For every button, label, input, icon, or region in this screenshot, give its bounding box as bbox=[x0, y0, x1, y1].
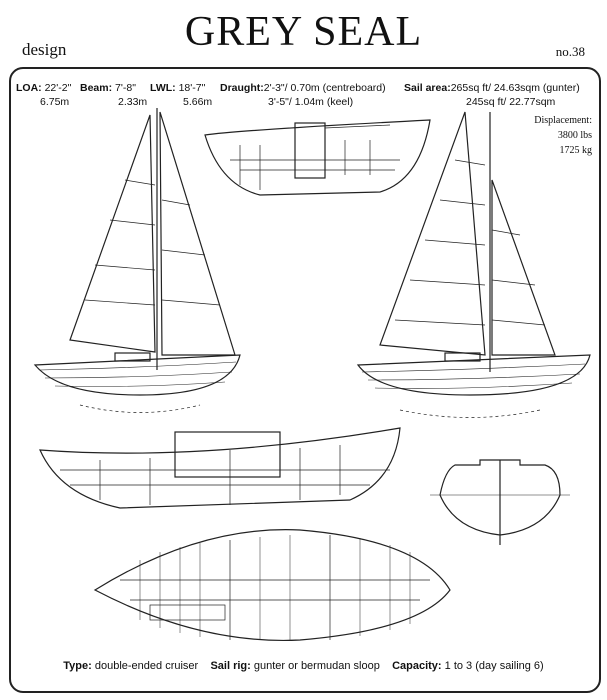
type-label: Type: bbox=[63, 660, 92, 672]
hull-profile bbox=[39, 427, 401, 509]
rig-label: Sail rig: bbox=[210, 660, 251, 672]
footer-specs: Type: double-ended cruiser Sail rig: gun… bbox=[0, 660, 607, 672]
spec-sail-area: Sail area:265sq ft/ 24.63sqm (gunter) bbox=[404, 82, 580, 94]
page-title: GREY SEAL bbox=[184, 9, 423, 55]
type-value: double-ended cruiser bbox=[94, 660, 199, 672]
spec-sail-area-label: Sail area: bbox=[404, 82, 451, 94]
spec-lwl: LWL: 18'-7" bbox=[150, 82, 205, 94]
rig-value: gunter or bermudan sloop bbox=[253, 660, 380, 672]
displacement-lbs: 3800 lbs bbox=[557, 130, 592, 141]
gunter-sail-plan bbox=[33, 108, 241, 413]
spec-loa: LOA: 22'-2" bbox=[16, 82, 71, 94]
spec-draught: Draught:2'-3"/ 0.70m (centreboard) bbox=[220, 82, 386, 94]
spec-sail-area-value: 265sq ft/ 24.63sqm (gunter) bbox=[450, 82, 580, 94]
spec-sail-area-bermudan: 245sq ft/ 22.77sqm bbox=[466, 96, 556, 108]
displacement-label: Displacement: bbox=[534, 115, 592, 126]
interior-profile-top bbox=[204, 119, 431, 196]
spec-lwl-label: LWL: bbox=[150, 82, 176, 94]
displacement: Displacement: 3800 lbs 1725 kg bbox=[522, 113, 592, 158]
spec-loa-metric: 6.75m bbox=[40, 96, 70, 108]
spec-draught-keel: 3'-5"/ 1.04m (keel) bbox=[268, 96, 354, 108]
capacity-value: 1 to 3 (day sailing 6) bbox=[444, 660, 544, 672]
spec-lwl-metric: 5.66m bbox=[183, 96, 213, 108]
capacity-label: Capacity: bbox=[392, 660, 442, 672]
spec-beam-metric: 2.33m bbox=[118, 96, 148, 108]
spec-beam-label: Beam: bbox=[80, 82, 113, 94]
spec-lwl-value: 18'-7" bbox=[178, 82, 206, 94]
design-number: no.38 bbox=[555, 44, 585, 59]
spec-loa-value: 22'-2" bbox=[44, 82, 72, 94]
midship-section bbox=[430, 459, 570, 545]
design-label: design bbox=[22, 40, 67, 59]
spec-draught-value: 2'-3"/ 0.70m (centreboard) bbox=[263, 82, 386, 94]
spec-beam: Beam: 7'-8" bbox=[80, 82, 136, 94]
spec-draught-label: Draught: bbox=[220, 82, 264, 94]
bermudan-sail-plan bbox=[356, 111, 591, 418]
spec-loa-label: LOA: bbox=[16, 82, 42, 94]
deck-plan bbox=[93, 529, 451, 641]
drawing-frame bbox=[9, 67, 601, 693]
displacement-kg: 1725 kg bbox=[559, 145, 593, 156]
spec-beam-value: 7'-8" bbox=[115, 82, 136, 94]
